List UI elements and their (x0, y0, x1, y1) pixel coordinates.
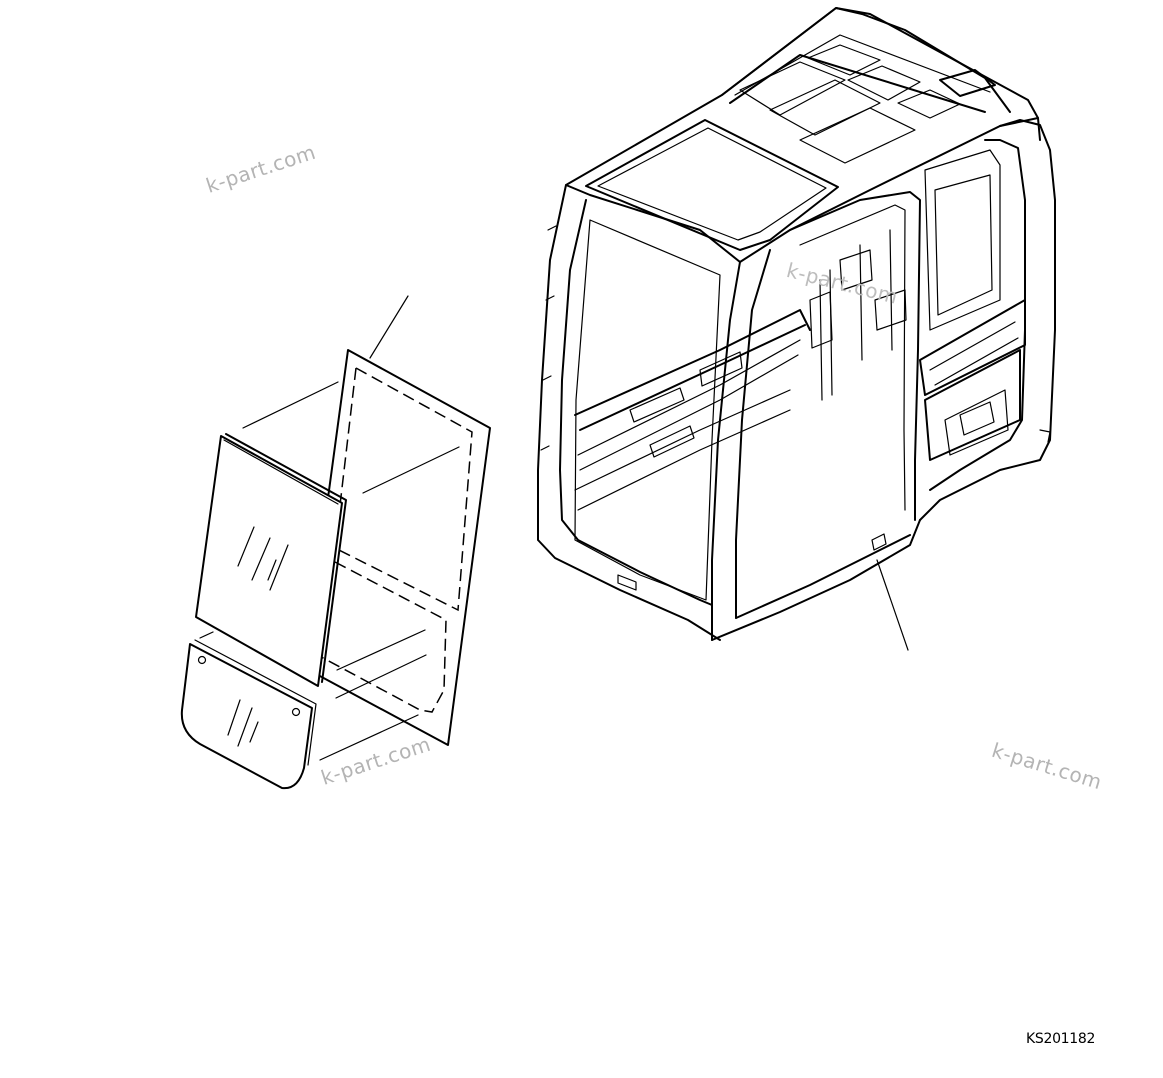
glass-pane-icon (180, 639, 317, 790)
leader-lines (199, 295, 909, 761)
glass-pane-icon (195, 433, 347, 687)
drawing-code: KS201182 (1026, 1031, 1096, 1047)
cab-frame-icon (537, 7, 1056, 641)
